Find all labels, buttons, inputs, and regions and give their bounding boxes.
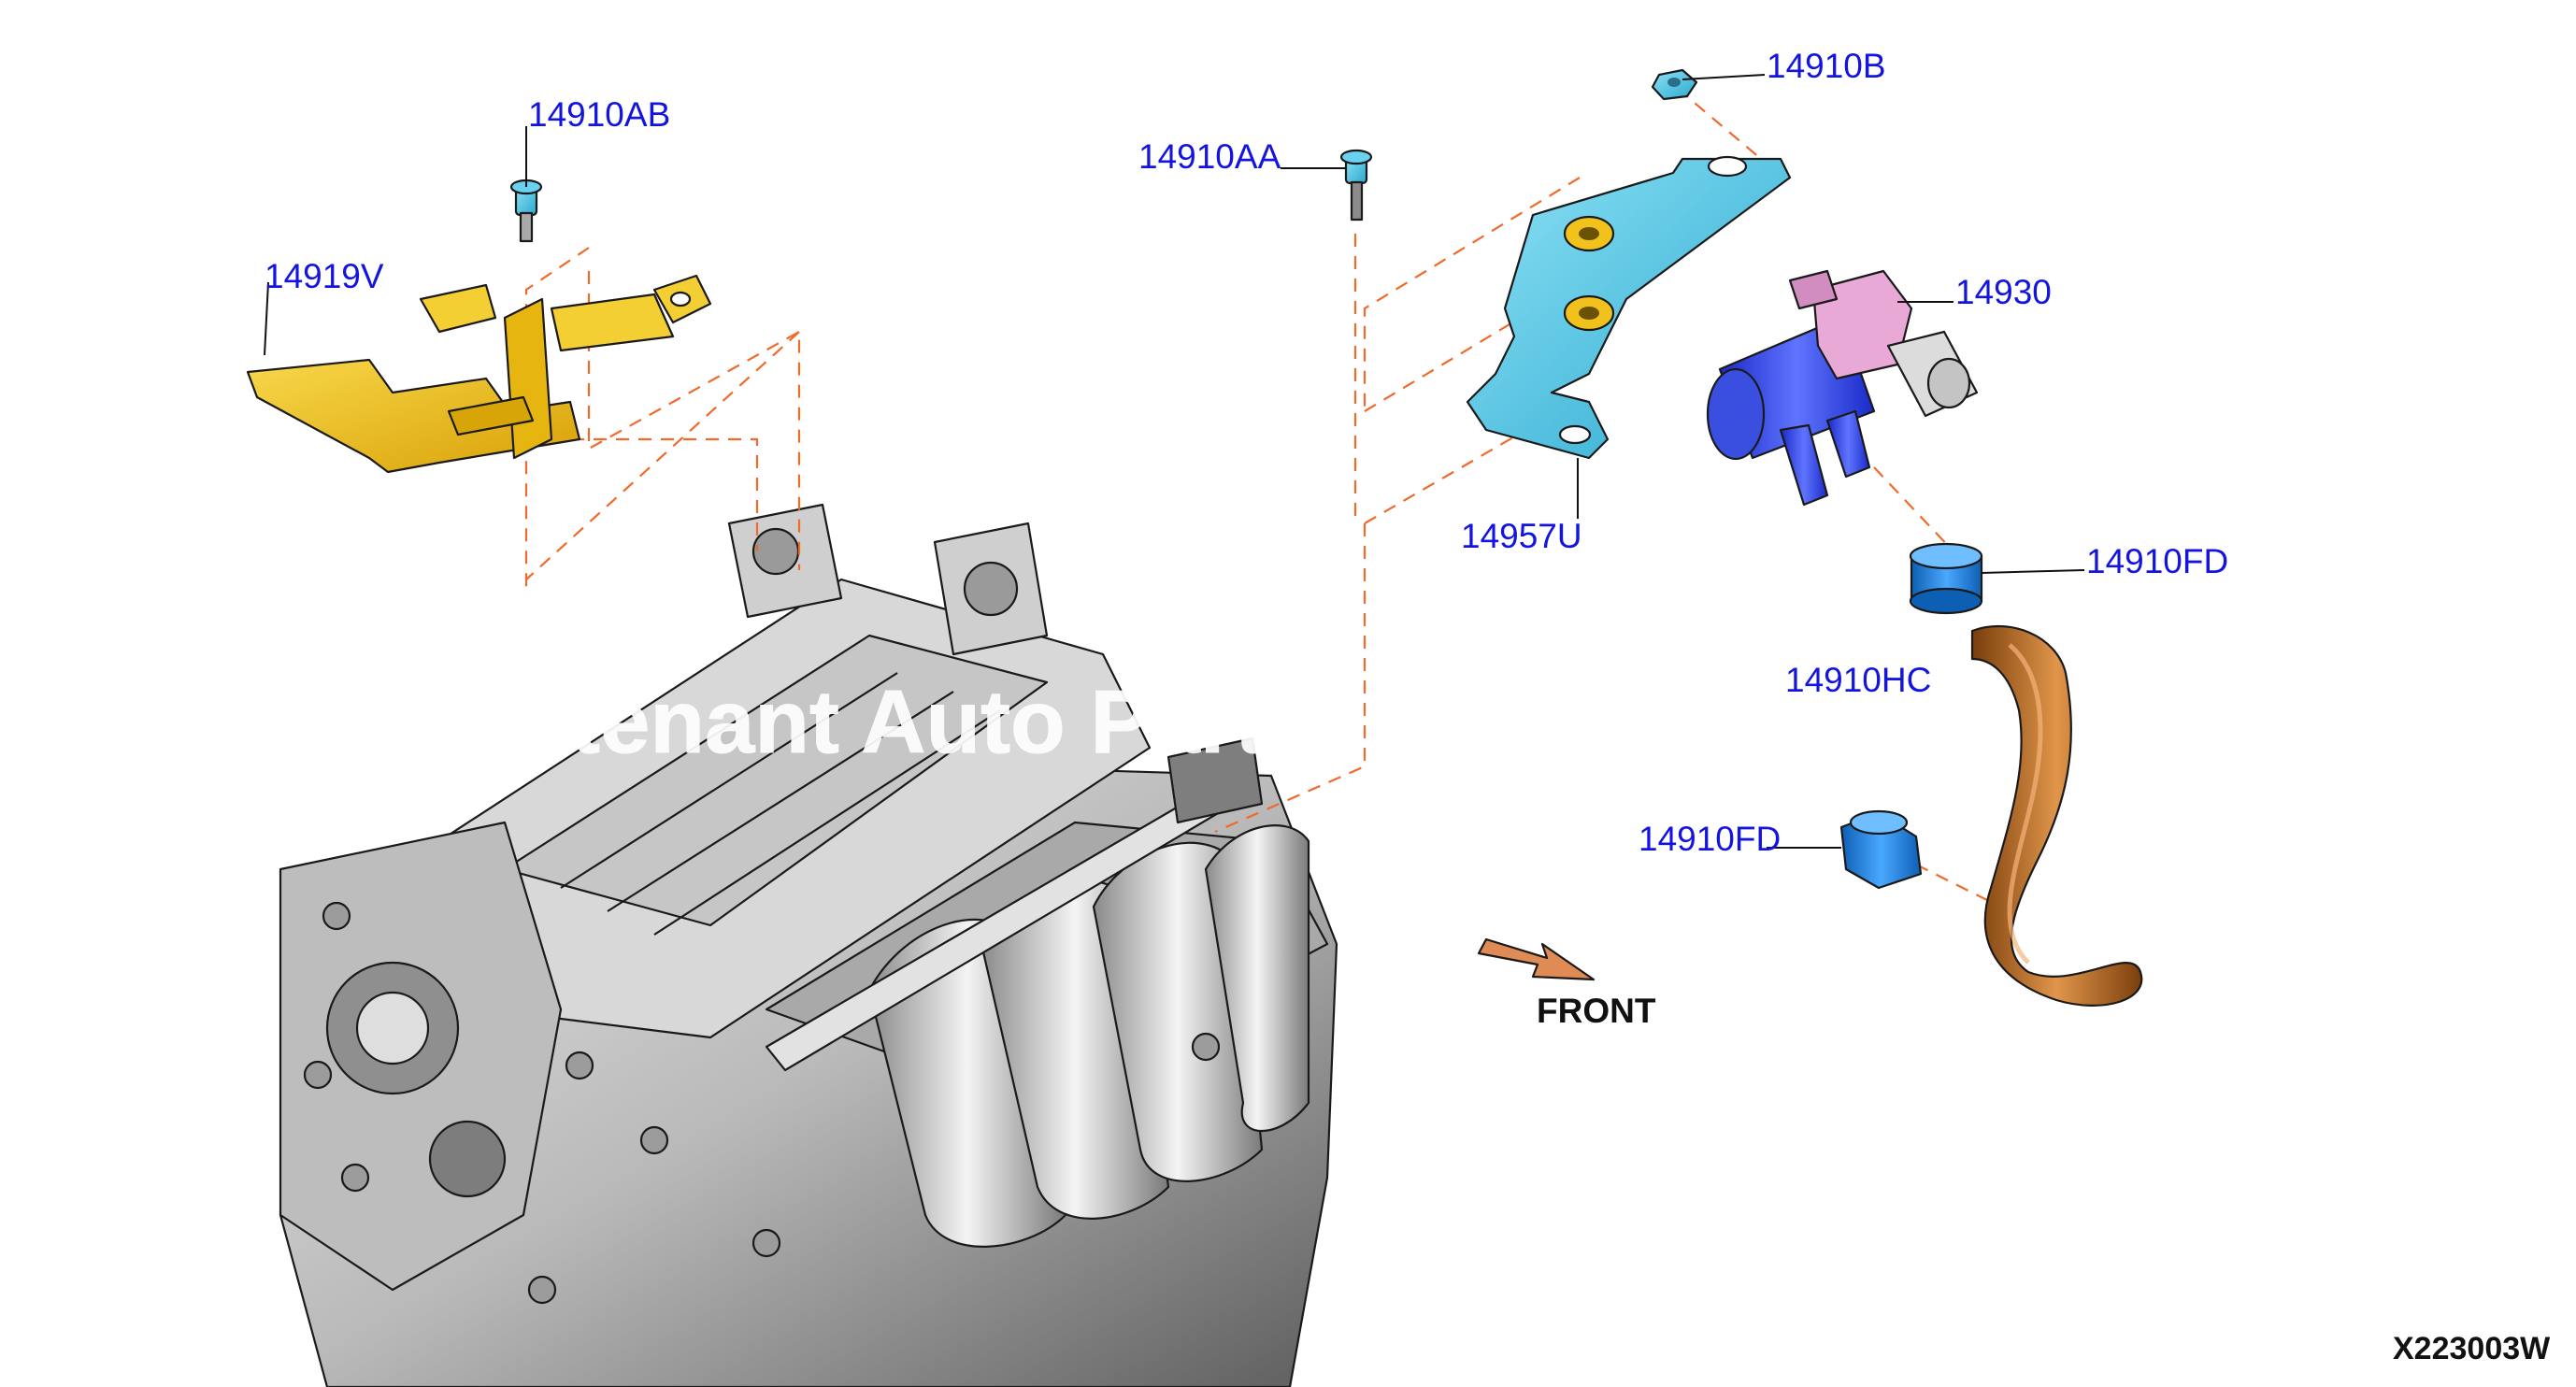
label-14919v: 14919V <box>265 257 384 295</box>
nut-14910b <box>1651 68 1698 101</box>
clamp-14910fd-lower <box>1839 809 1923 890</box>
solenoid-valve-14930 <box>1706 269 1979 507</box>
watermark: tenant Auto Parts <box>570 672 1315 772</box>
front-label: FRONT <box>1537 992 1656 1030</box>
bolt-14910aa <box>1339 149 1373 222</box>
bolt-14910ab <box>509 179 543 243</box>
label-14930: 14930 <box>1955 273 2052 311</box>
label-14910b: 14910B <box>1767 47 1886 85</box>
cam-cover <box>503 634 1049 927</box>
label-14910hc: 14910HC <box>1785 661 1931 699</box>
label-14957u: 14957U <box>1461 517 1582 555</box>
engine-assembly <box>279 503 1338 1387</box>
intake-runners <box>867 824 1310 1248</box>
drawing-id: X223003W <box>2393 1331 2551 1366</box>
clamp-14910fd-upper <box>1909 542 1983 615</box>
bracket-14957u <box>1466 155 1792 460</box>
hose-14910hc <box>1970 624 2143 1007</box>
label-14910ab: 14910AB <box>528 95 670 134</box>
label-14910fd-upper: 14910FD <box>2086 542 2228 580</box>
label-14910aa: 14910AA <box>1138 137 1281 176</box>
bracket-14919v <box>246 274 712 474</box>
front-arrow <box>1477 937 1596 981</box>
leader-lines <box>264 74 2085 849</box>
callout-labels: 14910AB 14919V 14910AA 14910B 14957U 149… <box>265 47 2228 858</box>
label-14910fd-lower: 14910FD <box>1639 820 1781 858</box>
